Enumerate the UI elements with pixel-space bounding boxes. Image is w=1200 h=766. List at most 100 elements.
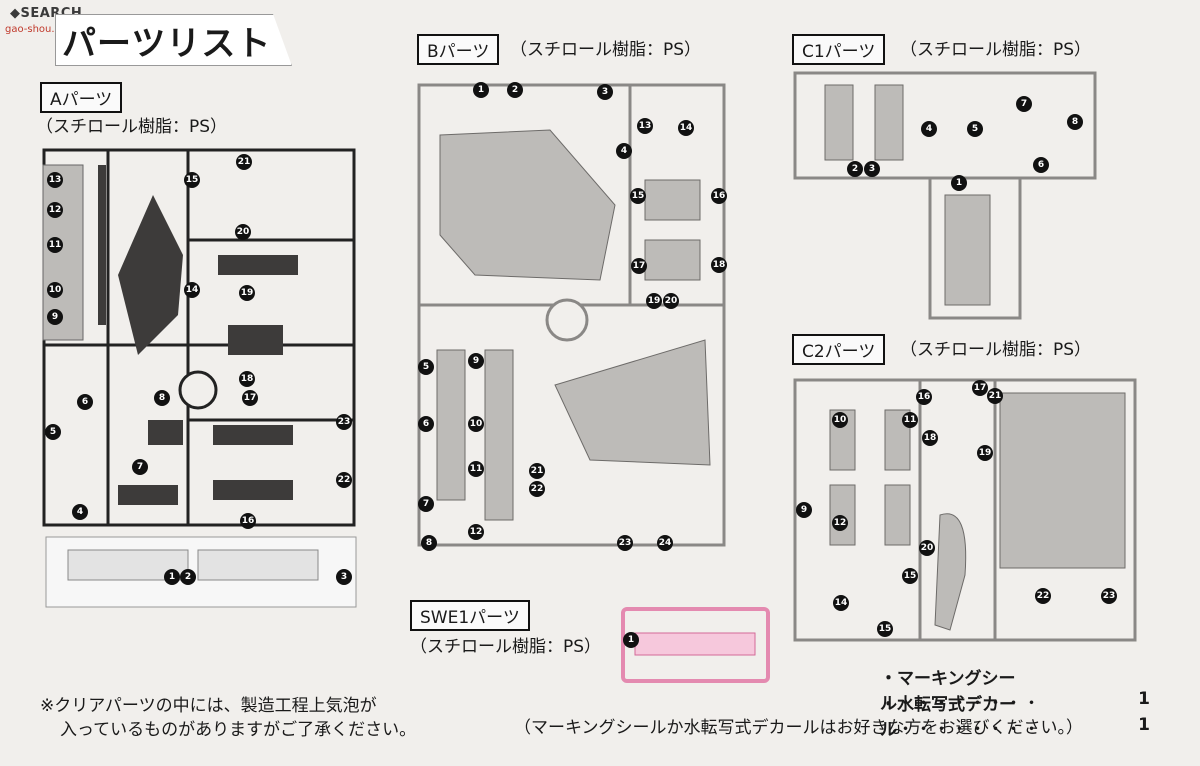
a-part-numbers: 13 12 11 10 9 15 21 20 14 19 18 17 8 6 5… xyxy=(45,154,352,585)
swe1-runner-diagram: 1 xyxy=(621,607,770,683)
c2-runner-diagram xyxy=(793,378,1137,642)
b-parts-material: （スチロール樹脂：PS） xyxy=(510,40,702,60)
svg-text:23: 23 xyxy=(338,417,351,427)
accessory-item: ・マーキングシール・・・・・・・・1 xyxy=(880,669,1150,714)
svg-text:9: 9 xyxy=(52,312,58,322)
svg-text:3: 3 xyxy=(869,164,875,174)
svg-text:19: 19 xyxy=(979,448,992,458)
svg-text:1: 1 xyxy=(478,85,484,95)
svg-text:9: 9 xyxy=(801,505,807,515)
svg-text:16: 16 xyxy=(713,191,726,201)
svg-text:7: 7 xyxy=(423,499,429,509)
watermark-url: gao-shou.com xyxy=(5,24,76,35)
part-number-badge: 1 xyxy=(164,569,180,585)
svg-text:22: 22 xyxy=(1037,591,1050,601)
svg-text:13: 13 xyxy=(639,121,652,131)
c2-parts-material: （スチロール樹脂：PS） xyxy=(900,340,1092,360)
part-number-badge: 18 xyxy=(239,371,255,387)
part-number-badge: 4 xyxy=(72,504,88,520)
svg-text:21: 21 xyxy=(989,391,1002,401)
part-number-badge: 5 xyxy=(45,424,61,440)
svg-text:20: 20 xyxy=(921,543,934,553)
part-number-badge: 7 xyxy=(132,459,148,475)
part-number-badge: 13 xyxy=(47,172,63,188)
svg-text:19: 19 xyxy=(241,288,254,298)
svg-text:2: 2 xyxy=(512,85,518,95)
svg-text:9: 9 xyxy=(473,356,479,366)
svg-text:10: 10 xyxy=(49,285,62,295)
a-parts-tag: Aパーツ xyxy=(40,82,123,113)
svg-text:8: 8 xyxy=(426,538,432,548)
part-number-badge: 21 xyxy=(236,154,252,170)
svg-text:14: 14 xyxy=(835,598,848,608)
svg-text:4: 4 xyxy=(926,124,932,134)
part-number-badge: 16 xyxy=(240,513,256,529)
svg-text:16: 16 xyxy=(242,516,255,526)
c1-runner-diagram xyxy=(793,71,1097,320)
svg-text:19: 19 xyxy=(648,296,661,306)
svg-text:1: 1 xyxy=(628,635,634,645)
svg-text:18: 18 xyxy=(713,260,726,270)
svg-text:20: 20 xyxy=(665,296,678,306)
c1-part-numbers: 7 8 4 5 6 2 3 1 xyxy=(847,96,1083,191)
svg-text:22: 22 xyxy=(531,484,544,494)
svg-text:6: 6 xyxy=(1038,160,1044,170)
svg-text:7: 7 xyxy=(137,462,143,472)
svg-text:17: 17 xyxy=(974,383,987,393)
decal-choice-note: （マーキングシールか水転写式デカールはお好きな方をお選びください。） xyxy=(514,718,1083,738)
c1-parts-material: （スチロール樹脂：PS） xyxy=(900,40,1092,60)
svg-text:11: 11 xyxy=(470,464,483,474)
svg-text:23: 23 xyxy=(619,538,632,548)
part-number-badge: 19 xyxy=(239,285,255,301)
svg-text:21: 21 xyxy=(531,466,544,476)
svg-text:18: 18 xyxy=(924,433,937,443)
b-part-numbers: 1 2 3 13 14 4 15 16 17 18 19 20 5 9 6 10… xyxy=(418,82,727,551)
svg-text:14: 14 xyxy=(186,285,199,295)
svg-text:10: 10 xyxy=(834,415,847,425)
part-number-badge: 10 xyxy=(47,282,63,298)
svg-text:15: 15 xyxy=(879,624,892,634)
c1-parts-tag: C1パーツ xyxy=(792,34,886,65)
svg-text:4: 4 xyxy=(621,146,627,156)
part-number-badge: 23 xyxy=(336,414,352,430)
svg-text:5: 5 xyxy=(972,124,978,134)
b-runner-diagram xyxy=(417,83,726,547)
svg-text:13: 13 xyxy=(49,175,62,185)
svg-text:1: 1 xyxy=(169,572,175,582)
part-number-badge: 8 xyxy=(154,390,170,406)
svg-text:23: 23 xyxy=(1103,591,1116,601)
svg-text:21: 21 xyxy=(238,157,251,167)
svg-text:15: 15 xyxy=(904,571,917,581)
svg-text:3: 3 xyxy=(341,572,347,582)
part-number-badge: 2 xyxy=(180,569,196,585)
svg-text:6: 6 xyxy=(82,397,88,407)
svg-text:17: 17 xyxy=(633,261,646,271)
svg-text:5: 5 xyxy=(423,362,429,372)
a-runner-diagram xyxy=(42,148,357,608)
svg-text:8: 8 xyxy=(1072,117,1078,127)
svg-text:12: 12 xyxy=(49,205,62,215)
svg-text:18: 18 xyxy=(241,374,254,384)
svg-text:11: 11 xyxy=(49,240,62,250)
part-number-badge: 20 xyxy=(235,224,251,240)
part-number-badge: 17 xyxy=(242,390,258,406)
part-number-badge: 3 xyxy=(336,569,352,585)
svg-text:17: 17 xyxy=(244,393,257,403)
svg-text:22: 22 xyxy=(338,475,351,485)
b-parts-tag: Bパーツ xyxy=(417,34,500,65)
svg-text:1: 1 xyxy=(956,178,962,188)
part-number-badge: 14 xyxy=(184,282,200,298)
part-number-badge: 12 xyxy=(47,202,63,218)
title-band xyxy=(55,14,292,66)
svg-text:4: 4 xyxy=(77,507,83,517)
svg-text:2: 2 xyxy=(185,572,191,582)
svg-text:10: 10 xyxy=(470,419,483,429)
c2-parts-tag: C2パーツ xyxy=(792,334,886,365)
part-number-badge: 1 xyxy=(623,632,639,648)
accessory-item: ・水転写式デカール・・・・・・・・1 xyxy=(880,695,1150,740)
part-number-badge: 22 xyxy=(336,472,352,488)
svg-text:5: 5 xyxy=(50,427,56,437)
clear-parts-note: ※クリアパーツの中には、製造工程上気泡が 入っているものがありますがご了承くださ… xyxy=(40,696,417,740)
svg-text:7: 7 xyxy=(1021,99,1027,109)
svg-text:14: 14 xyxy=(680,123,693,133)
